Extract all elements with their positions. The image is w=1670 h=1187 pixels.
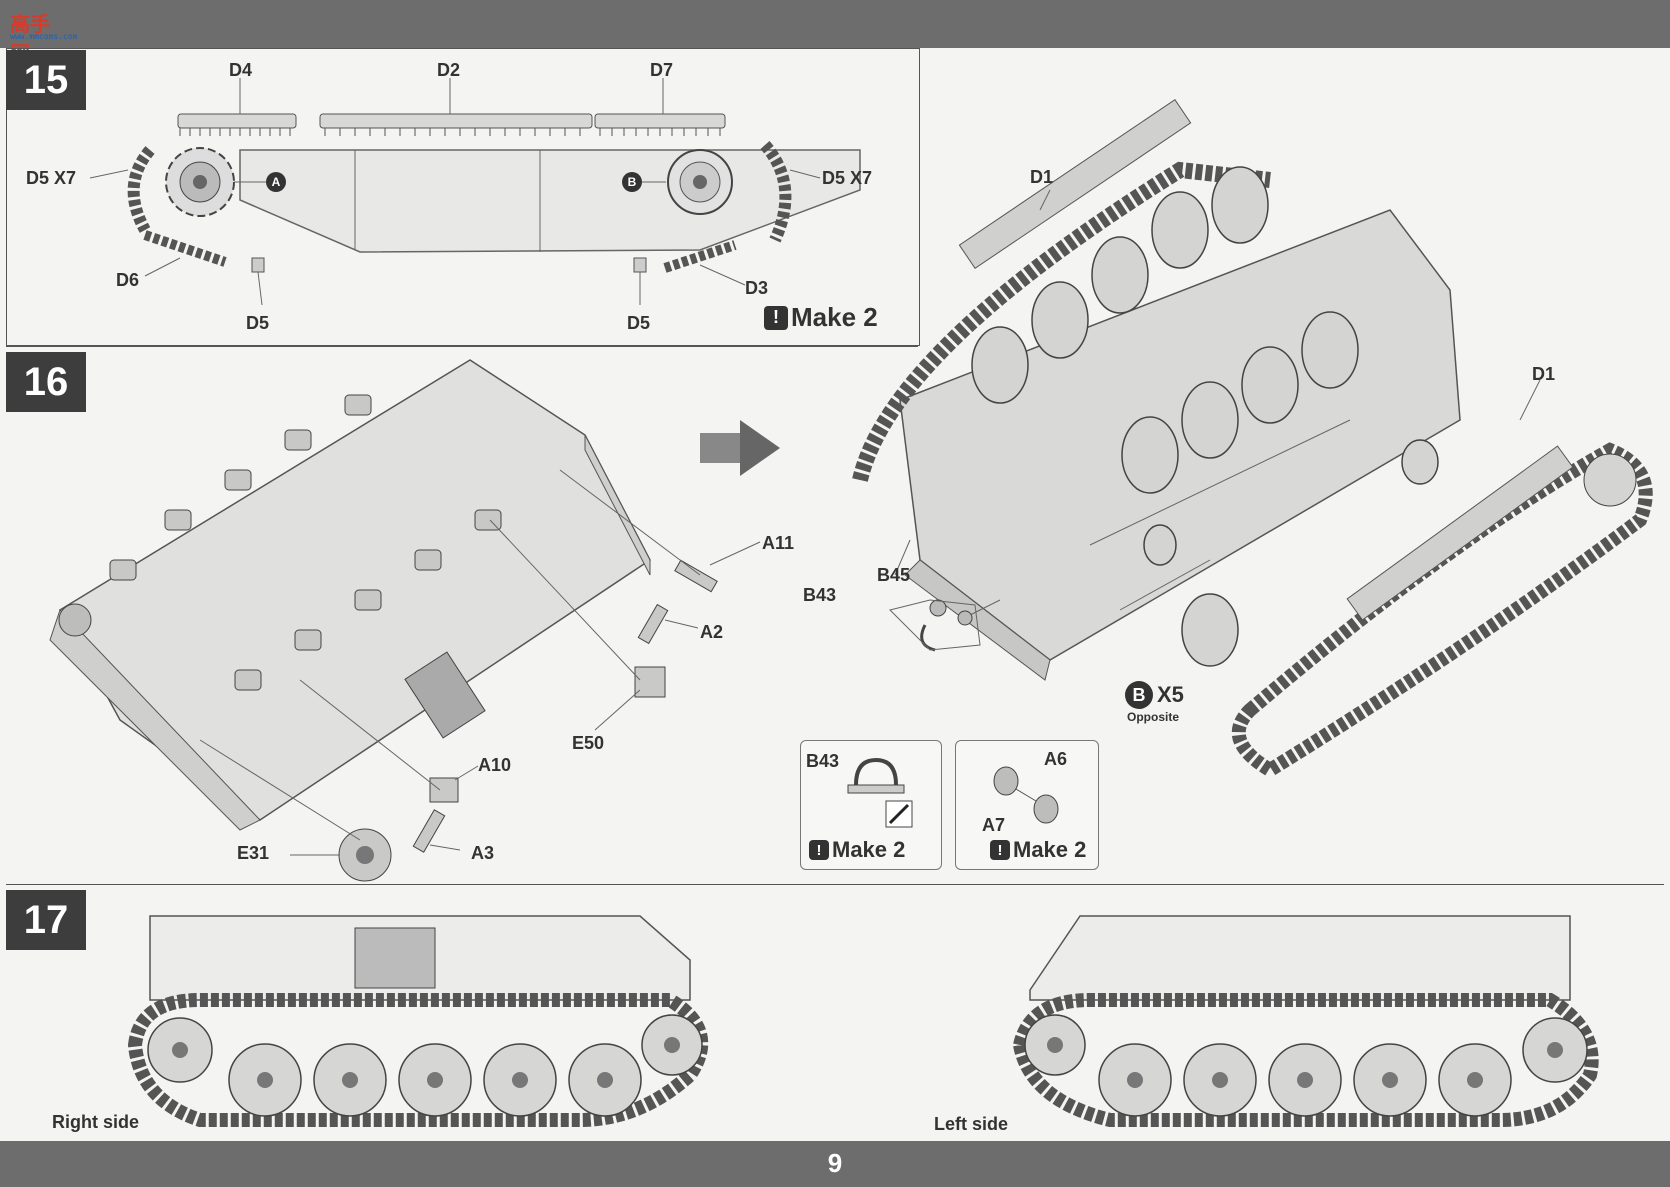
step15-number: 15	[6, 50, 86, 110]
label-d5x7-left: D5 X7	[26, 168, 77, 188]
inset-a6-make: !Make 2	[990, 837, 1086, 863]
step17-number: 17	[6, 890, 86, 950]
step16-hull-drawing	[49, 99, 1653, 882]
label-e31: E31	[237, 843, 270, 863]
bottom-bar	[0, 1141, 1670, 1187]
label-d5-left: D5	[246, 313, 270, 333]
label-opposite: Opposite	[1127, 710, 1180, 724]
warning-icon: !	[809, 840, 829, 860]
inset-a7-label: A7	[982, 815, 1006, 835]
label-right-side: Right side	[52, 1112, 140, 1132]
step17-top-divider	[6, 884, 1664, 885]
label-d1-top: D1	[1030, 167, 1054, 187]
label-left-side: Left side	[934, 1114, 1009, 1134]
label-b43: B43	[803, 585, 837, 605]
step16-number: 16	[6, 352, 86, 412]
marker-b-x5: B	[1125, 681, 1153, 709]
arrow-right-icon	[700, 420, 780, 476]
label-d1-right: D1	[1532, 364, 1556, 384]
shackle-drawing	[847, 757, 913, 828]
warning-icon: !	[990, 840, 1010, 860]
inset-a6-label: A6	[1044, 749, 1068, 769]
label-d5-right: D5	[627, 313, 651, 333]
logo-subtext: www.mmcoms.com	[10, 32, 78, 41]
inset-a6-make-text: Make 2	[1013, 837, 1087, 862]
warning-icon: !	[764, 305, 788, 330]
inset-b43: B43 !Make 2	[800, 740, 942, 870]
label-d4: D4	[229, 60, 253, 80]
label-a11: A11	[762, 533, 795, 553]
step15-make-text: Make 2	[791, 302, 878, 332]
label-a3: A3	[471, 843, 495, 863]
step15-make-2: !Make 2	[764, 302, 878, 333]
marker-a-label: A	[266, 172, 286, 192]
label-d5x7-right: D5 X7	[822, 168, 873, 188]
wheel-parts-drawing	[993, 766, 1059, 824]
label-d2: D2	[437, 60, 461, 80]
step15-frame	[6, 48, 920, 346]
step15-drawing	[89, 78, 861, 306]
label-d7: D7	[650, 60, 674, 80]
label-d6: D6	[116, 270, 140, 290]
label-e50: E50	[572, 733, 605, 753]
inset-a6-a7: A6 A7 !Make 2	[955, 740, 1099, 870]
marker-a: A	[266, 172, 290, 192]
label-b45: B45	[877, 565, 911, 585]
label-bx5-text: X5	[1157, 682, 1184, 707]
marker-b-label: B	[622, 172, 642, 192]
label-d3: D3	[745, 278, 769, 298]
step17-side-views	[127, 915, 1599, 1127]
inset-b43-make: !Make 2	[809, 837, 905, 863]
label-a10: A10	[478, 755, 512, 775]
step16-top-divider	[6, 346, 918, 347]
label-a2: A2	[700, 622, 724, 642]
page-number: 9	[827, 1148, 843, 1178]
marker-b: B	[622, 172, 646, 192]
inset-b43-label: B43	[806, 751, 840, 771]
inset-b43-make-text: Make 2	[832, 837, 906, 862]
top-bar	[0, 0, 1670, 48]
